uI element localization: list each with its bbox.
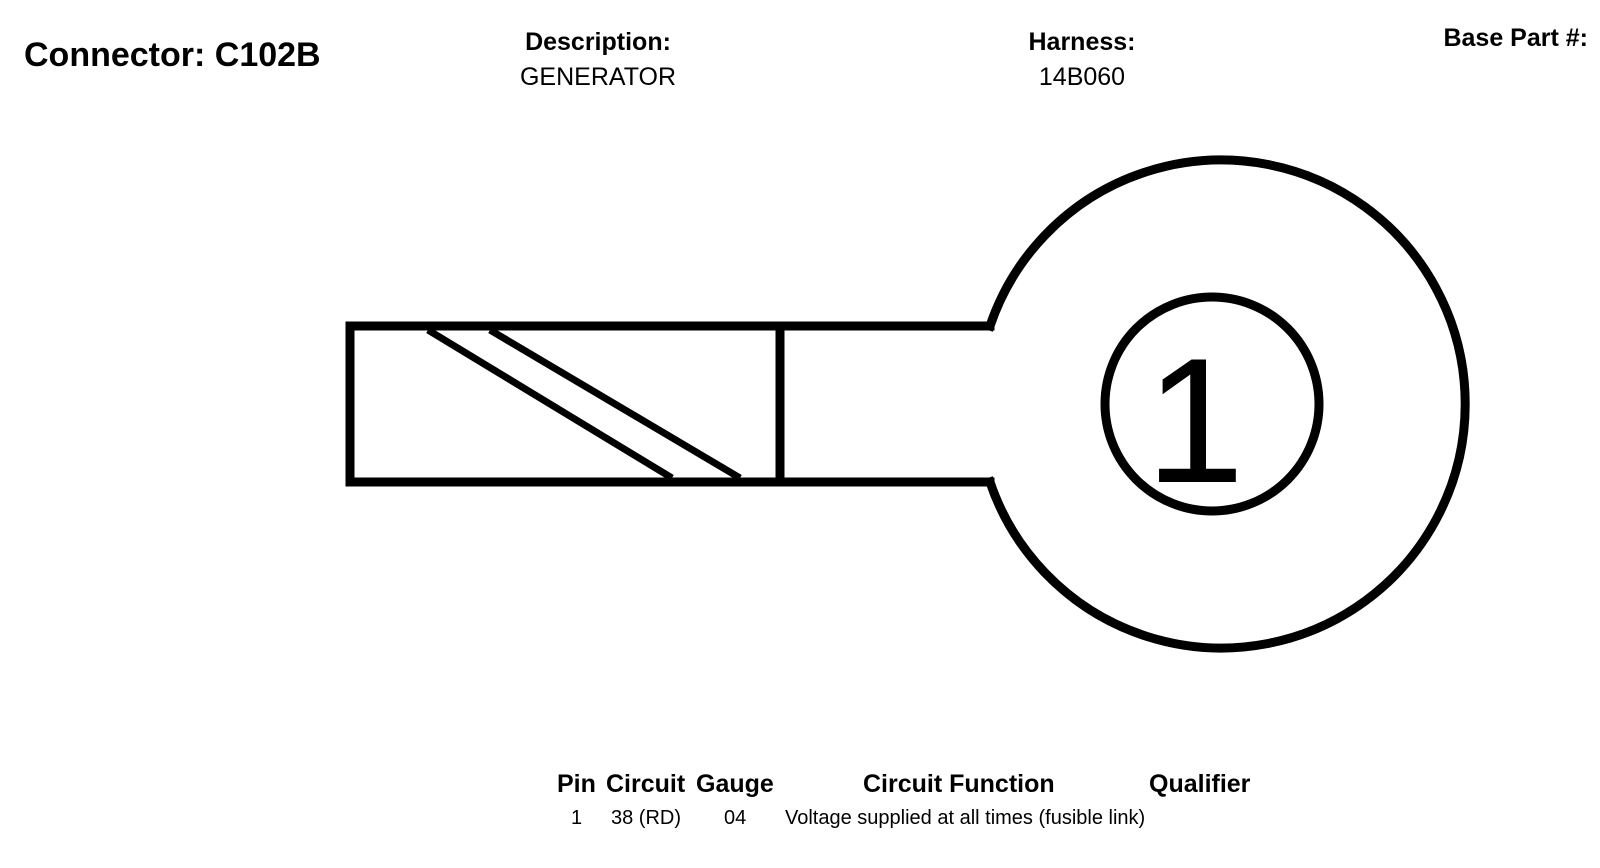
- connector-title: Connector: C102B: [24, 36, 321, 74]
- header-pin: Pin: [557, 770, 596, 798]
- harness-label: Harness:: [1028, 28, 1136, 56]
- header-circuit: Circuit: [606, 770, 686, 798]
- harness-value: 14B060: [1038, 63, 1126, 91]
- header-qualifier: Qualifier: [1149, 770, 1251, 798]
- crimp-stripe-1: [426, 327, 674, 481]
- base-part-label: Base Part #:: [1443, 24, 1588, 52]
- row-gauge: 04: [724, 807, 747, 829]
- crimp-stripe-2: [488, 326, 742, 482]
- terminal-barrel: [345, 321, 785, 487]
- row-pin: 1: [571, 807, 583, 829]
- pin-circle: [1100, 292, 1324, 516]
- row-circuit-function: Voltage supplied at all times (fusible l…: [785, 807, 1146, 829]
- terminal-ring-outer: [984, 155, 1470, 653]
- row-circuit: 38 (RD): [611, 807, 682, 829]
- header-circuit-function: Circuit Function: [863, 770, 1055, 798]
- description-label: Description:: [525, 28, 671, 56]
- pin-number-label: 1: [1146, 321, 1245, 520]
- header-gauge: Gauge: [696, 770, 774, 798]
- description-value: GENERATOR: [519, 63, 677, 91]
